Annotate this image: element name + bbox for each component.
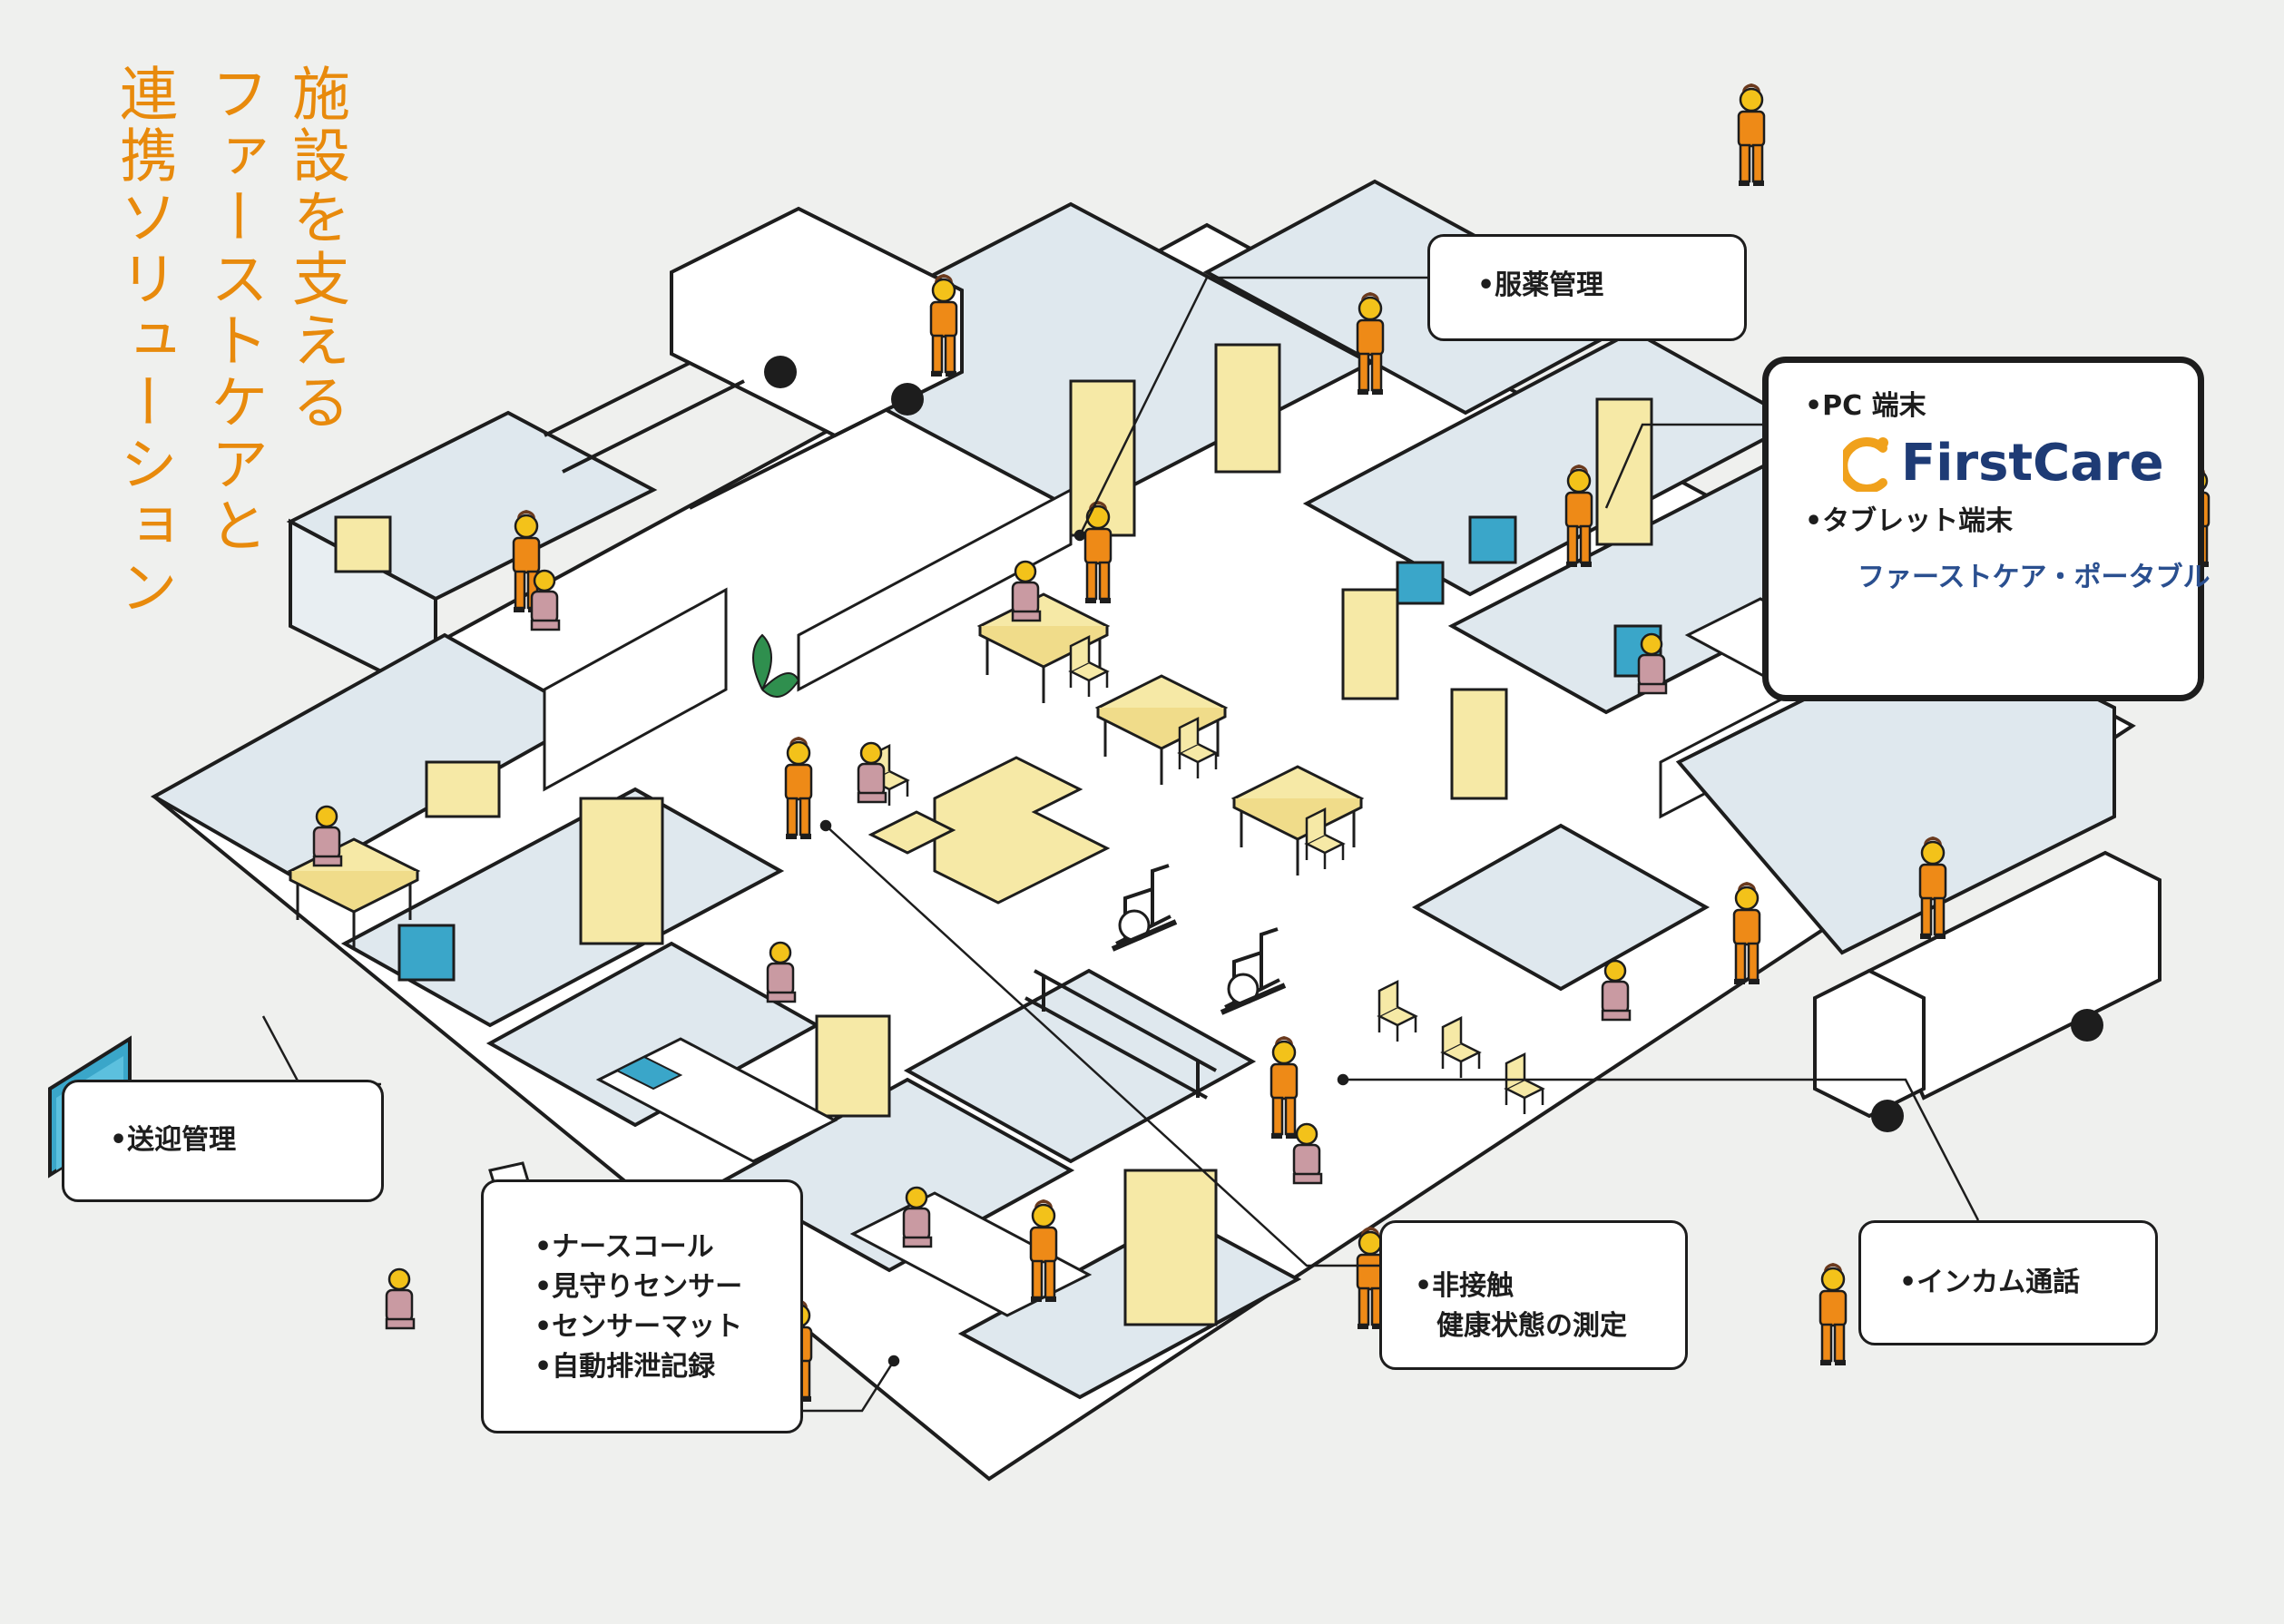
nurse-call-label: •ナースコール xyxy=(534,1231,714,1263)
tablet-terminal-label: •タブレット端末 xyxy=(1805,505,2014,537)
callout-medication: •服薬管理 xyxy=(1427,234,1747,341)
callout-transport: •送迎管理 xyxy=(62,1080,384,1202)
watch-sensor-label: •見守りセンサー xyxy=(534,1271,743,1303)
pc-terminal-label: •PC 端末 xyxy=(1805,390,1926,422)
title-line-2: ファーストケアと xyxy=(201,64,268,557)
callout-health-measure: •非接触 健康状態の測定 xyxy=(1379,1220,1688,1370)
callout-sensors: •ナースコール •見守りセンサー •センサーマット •自動排泄記録 xyxy=(481,1179,803,1433)
transport-label: •送迎管理 xyxy=(110,1124,237,1156)
health-measure-line-2: 健康状態の測定 xyxy=(1436,1310,1627,1342)
firstcare-logo-icon xyxy=(1843,436,1888,492)
portable-logo: ファーストケア・ポータブル xyxy=(1845,551,2210,598)
intercom-label: •インカム通話 xyxy=(1899,1267,2081,1298)
callout-intercom: •インカム通話 xyxy=(1858,1220,2158,1345)
sensor-mat-label: •センサーマット xyxy=(534,1311,743,1343)
excretion-record-label: •自動排泄記録 xyxy=(534,1351,716,1383)
medication-label: •服薬管理 xyxy=(1477,269,1604,301)
portable-wordmark: ファーストケア・ポータブル xyxy=(1858,562,2210,593)
health-measure-line-1: •非接触 xyxy=(1415,1270,1514,1302)
callout-terminals: •PC 端末 FirstCare •タブレット端末 ファーストケア・ポータブル xyxy=(1762,357,2210,701)
title-line-3: 連携ソリューション xyxy=(110,64,177,619)
firstcare-wordmark: FirstCare xyxy=(1901,434,2164,493)
firstcare-logo: FirstCare xyxy=(1843,434,2198,493)
title-line-1: 施設を支える xyxy=(282,64,349,434)
